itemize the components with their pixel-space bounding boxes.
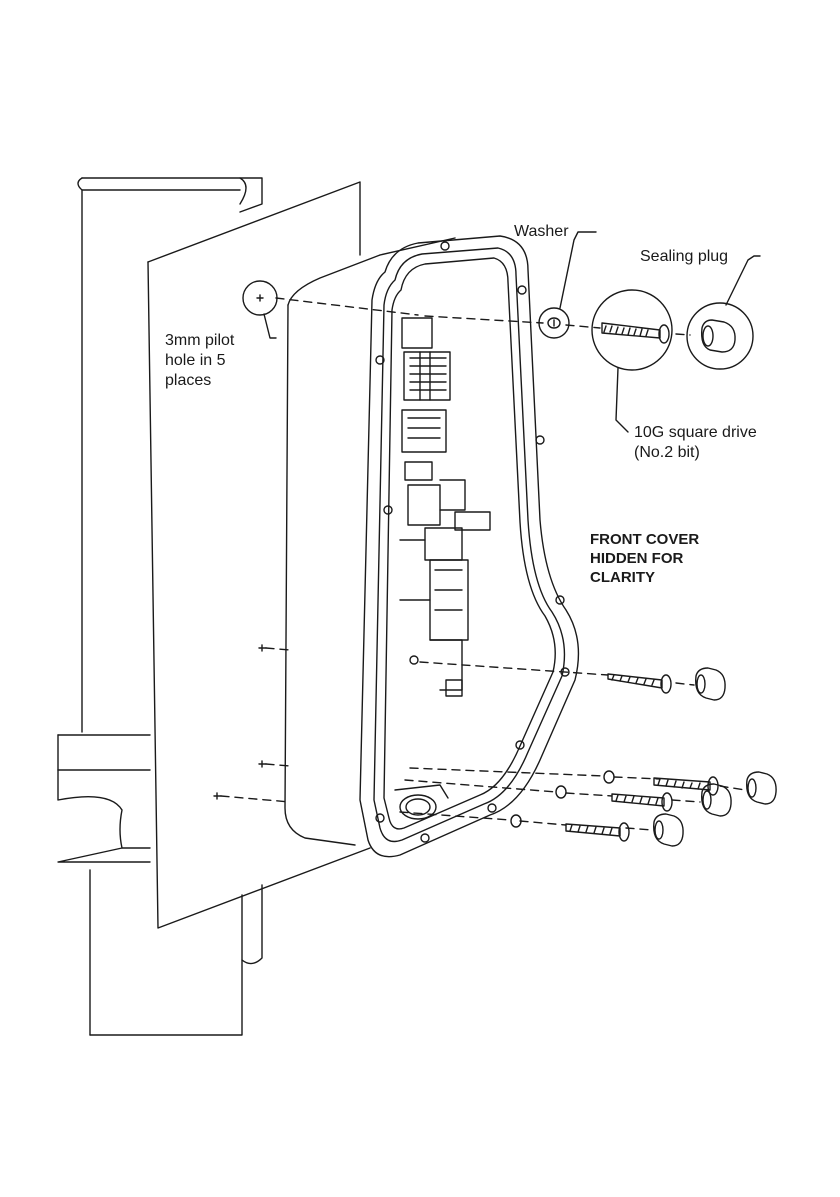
lower-washers	[511, 771, 614, 827]
pilot-hole-label-line: 3mm pilot	[165, 331, 234, 351]
lower-sealing-plugs	[654, 668, 776, 846]
frame-bosses	[376, 242, 569, 842]
washer-label: Washer	[514, 222, 569, 242]
screw-label-line: 10G square drive	[634, 423, 757, 443]
front-cover-note-line: FRONT COVER	[590, 530, 699, 549]
pilot-hole-label: 3mm pilot hole in 5 places	[165, 331, 234, 391]
pilot-hole-label-line: hole in 5	[165, 351, 234, 371]
sealing-plug-detail	[687, 256, 760, 369]
internal-electronics	[400, 318, 490, 696]
timber-post	[78, 178, 262, 1035]
front-cover-note-line: HIDDEN FOR	[590, 549, 699, 568]
mounting-board	[148, 182, 370, 928]
lower-screws	[566, 674, 718, 841]
washer-detail	[539, 232, 596, 338]
pilot-hole-detail	[243, 281, 277, 338]
screw-label: 10G square drive (No.2 bit)	[634, 423, 757, 463]
pilot-hole-marks	[214, 645, 266, 799]
front-cover-note: FRONT COVER HIDDEN FOR CLARITY	[590, 530, 699, 587]
front-cover-note-line: CLARITY	[590, 568, 699, 587]
screw-label-line: (No.2 bit)	[634, 443, 757, 463]
charger-rear-case	[285, 238, 455, 845]
sealing-plug-label: Sealing plug	[640, 247, 728, 267]
timber-rail	[58, 735, 150, 862]
screw-detail	[592, 290, 672, 432]
pilot-hole-label-line: places	[165, 371, 234, 391]
case-frame	[360, 236, 578, 857]
